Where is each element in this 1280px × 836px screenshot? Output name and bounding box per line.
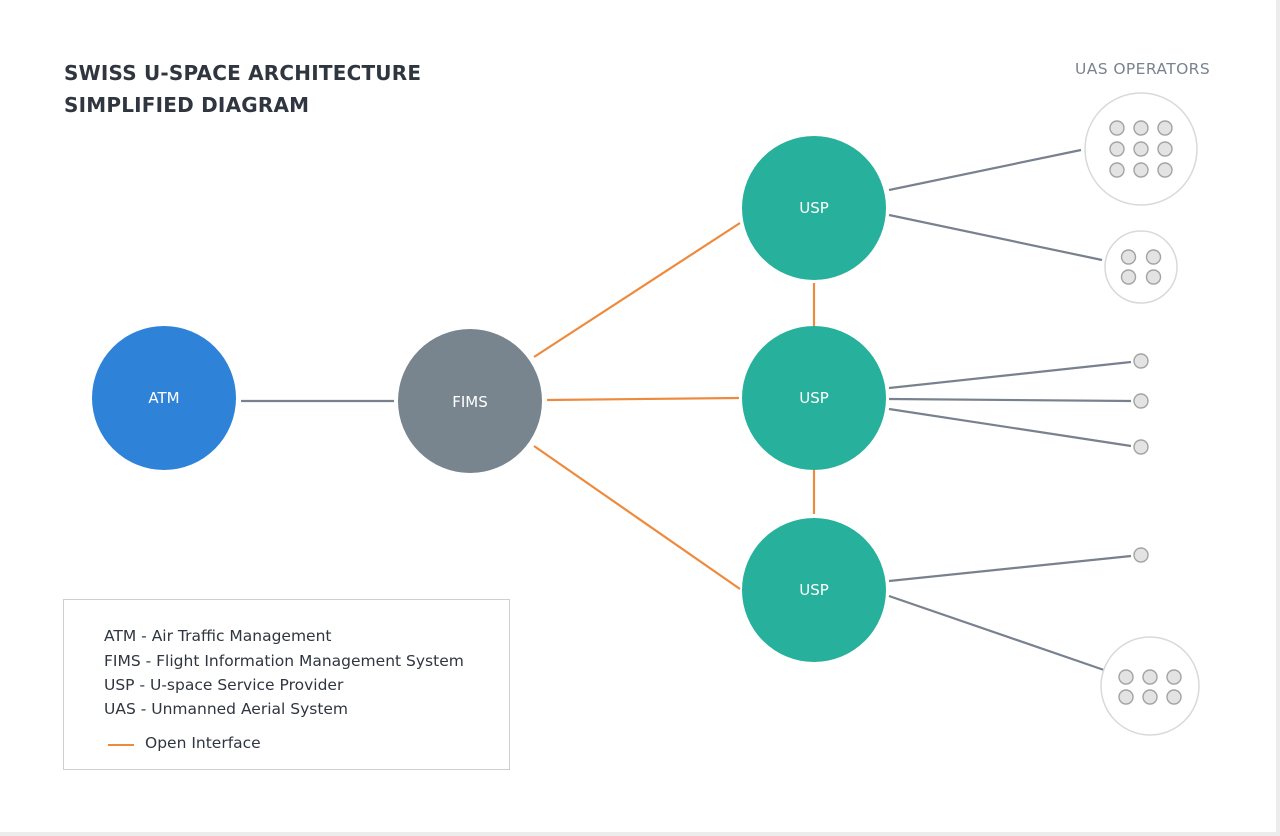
operator-single-c	[1133, 439, 1149, 455]
link-usp-bottom-operators-6	[888, 594, 1105, 672]
diagram-title-line-2: SIMPLIFIED DIAGRAM	[64, 93, 310, 117]
open-interface-fims-usp-bottom	[533, 445, 741, 590]
usp-node-middle: USP	[742, 326, 886, 470]
uas-operator-icon	[1109, 162, 1125, 178]
uas-operator-icon	[1157, 120, 1173, 136]
usp-node-bottom: USP	[742, 518, 886, 662]
fims-label: FIMS	[452, 393, 488, 411]
legend-item-atm: ATM - Air Traffic Management	[104, 627, 332, 645]
uas-operator-icon	[1133, 439, 1149, 455]
uas-operator-icon	[1133, 547, 1149, 563]
uas-operator-icon	[1142, 689, 1158, 705]
operator-single-b	[1133, 393, 1149, 409]
uas-operator-icon	[1118, 689, 1134, 705]
connection-lines	[241, 148, 1132, 672]
open-interface-label: Open Interface	[145, 734, 261, 752]
usp-node-top: USP	[742, 136, 886, 280]
link-usp-middle-operator-c	[888, 407, 1132, 448]
uas-operator-icon	[1166, 669, 1182, 685]
open-interface-fims-usp-top	[533, 222, 741, 358]
usp-label-bottom: USP	[799, 581, 829, 599]
uas-operator-icon	[1109, 120, 1125, 136]
uas-operator-icon	[1109, 141, 1125, 157]
uas-operators-header: UAS OPERATORS	[1075, 60, 1211, 78]
uas-operator-icon	[1120, 249, 1137, 265]
uas-operator-icon	[1145, 249, 1162, 265]
uas-operator-icon	[1157, 141, 1173, 157]
usp-label-top: USP	[799, 199, 829, 217]
diagram-title-line-1: SWISS U-SPACE ARCHITECTURE	[64, 61, 422, 85]
uas-operator-icon	[1157, 162, 1173, 178]
link-usp-top-operators-4	[888, 213, 1103, 262]
operator-single-d	[1133, 547, 1149, 563]
link-usp-middle-operator-b	[888, 397, 1132, 403]
operator-group-circle	[1100, 636, 1200, 736]
open-interface-swatch	[108, 744, 134, 746]
usp-label-middle: USP	[799, 389, 829, 407]
open-interface-fims-usp-middle	[546, 396, 740, 402]
link-usp-top-operators-9	[888, 148, 1082, 192]
fims-node: FIMS	[398, 329, 542, 473]
legend-item-fims: FIMS - Flight Information Management Sys…	[104, 652, 464, 670]
link-usp-bottom-operator-d	[888, 554, 1132, 583]
legend-box: ATM - Air Traffic Management FIMS - Flig…	[63, 599, 510, 770]
uas-operator-groups	[1084, 92, 1200, 736]
uas-operator-icon	[1133, 141, 1149, 157]
uas-operator-icon	[1133, 162, 1149, 178]
uas-operator-icon	[1142, 669, 1158, 685]
link-usp-middle-operator-a	[888, 360, 1132, 390]
uas-operator-icon	[1133, 120, 1149, 136]
uas-operator-icon	[1120, 269, 1137, 285]
uas-operator-icon	[1133, 393, 1149, 409]
uas-operator-icon	[1166, 689, 1182, 705]
operator-group-9	[1109, 120, 1173, 178]
atm-label: ATM	[148, 389, 179, 407]
atm-node: ATM	[92, 326, 236, 470]
operator-group-circle	[1104, 230, 1178, 304]
uas-operator-icon	[1145, 269, 1162, 285]
legend-item-usp: USP - U-space Service Provider	[104, 676, 344, 694]
operator-group-6	[1118, 669, 1182, 705]
operator-group-4	[1120, 249, 1162, 285]
legend-open-interface: Open Interface	[104, 734, 404, 754]
uas-operator-icon	[1133, 353, 1149, 369]
uas-operator-icon	[1118, 669, 1134, 685]
legend-item-uas: UAS - Unmanned Aerial System	[104, 700, 349, 718]
operator-single-a	[1133, 353, 1149, 369]
